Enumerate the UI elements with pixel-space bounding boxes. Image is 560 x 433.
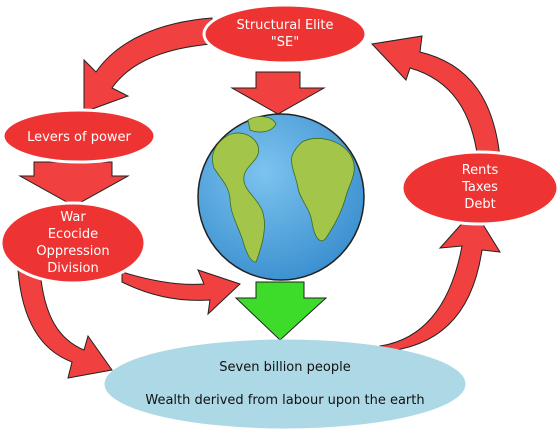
rents-line-3: Debt: [464, 197, 495, 212]
arrow-levers-to-war: [18, 161, 130, 207]
node-rents-group: Rents Taxes Debt: [400, 150, 560, 226]
structural-elite-line-1: Structural Elite: [236, 18, 333, 33]
arrow-earth-to-people: [234, 281, 328, 341]
structural-elite-line-2: "SE": [271, 35, 299, 50]
arrow-se-to-levers: [83, 17, 213, 113]
node-levers-of-power: Levers of power: [1, 108, 157, 164]
node-structural-elite: Structural Elite "SE": [202, 3, 368, 65]
node-war-group: War Ecocide Oppression Division: [0, 201, 147, 285]
rents-line-1: Rents: [462, 163, 499, 178]
arrow-people-to-rents: [379, 209, 501, 353]
war-line-1: War: [60, 210, 86, 225]
node-people: Seven billion people Wealth derived from…: [104, 339, 466, 429]
arrow-se-to-earth: [230, 71, 326, 115]
war-line-3: Oppression: [36, 244, 109, 259]
people-line-1: Seven billion people: [219, 360, 350, 375]
arrow-war-to-earth: [121, 269, 241, 316]
arrow-war-to-people: [17, 269, 113, 379]
levers-line-1: Levers of power: [27, 130, 131, 145]
war-line-4: Division: [47, 261, 99, 276]
people-line-2: Wealth derived from labour upon the eart…: [145, 393, 424, 408]
war-line-2: Ecocide: [48, 227, 98, 242]
arrow-rents-to-se: [370, 35, 501, 161]
rents-line-2: Taxes: [461, 180, 498, 195]
earth-globe: [197, 113, 365, 281]
